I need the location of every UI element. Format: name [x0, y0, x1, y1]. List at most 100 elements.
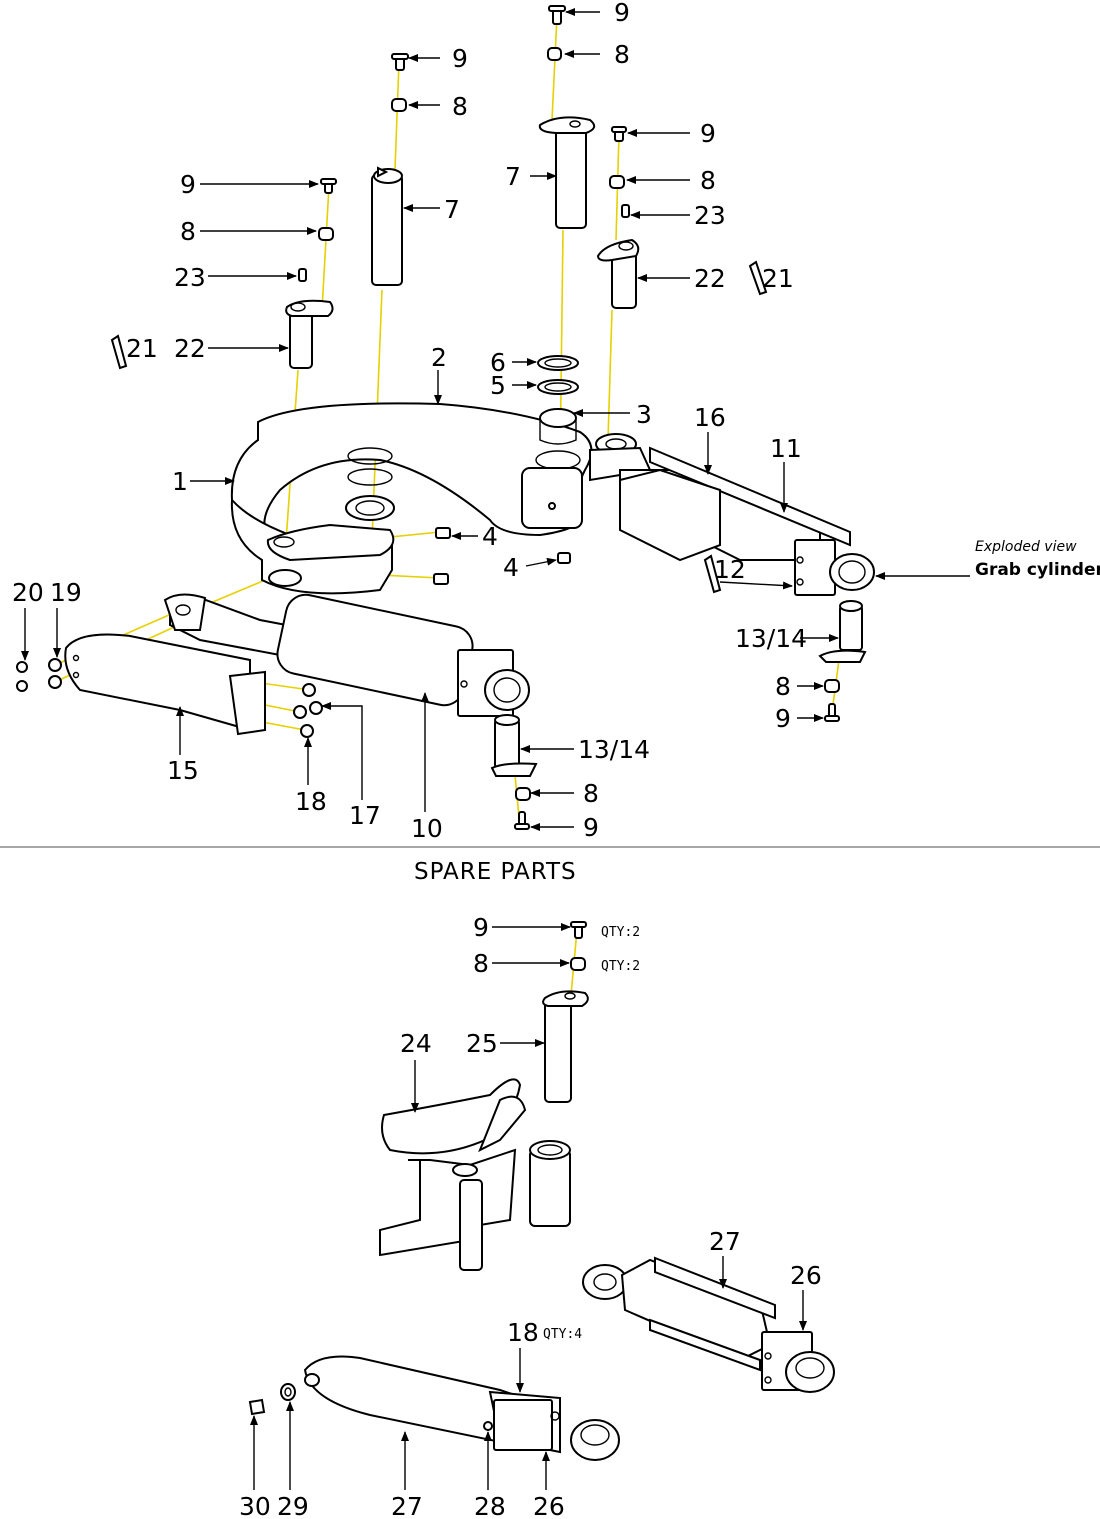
spare-callout-9: 9 [473, 913, 489, 942]
wrench-21-right [748, 260, 768, 296]
callout-17: 17 [349, 801, 381, 830]
qty-9: QTY:2 [601, 925, 640, 940]
callout-1: 1 [172, 467, 188, 496]
spare-callout-25: 25 [466, 1029, 498, 1058]
callout-15: 15 [167, 756, 199, 785]
screw-9-a [548, 5, 566, 25]
spare-callout-26: 26 [790, 1261, 822, 1290]
screw-9-spare [570, 921, 587, 939]
spare-callout-27: 27 [391, 1492, 423, 1519]
pin-7-left [371, 166, 403, 286]
callout-3: 3 [636, 400, 652, 429]
pin-7-right [538, 116, 596, 229]
pin-13-14-right [818, 600, 867, 663]
washer-5 [537, 379, 579, 395]
fitting-4-a [435, 527, 451, 539]
screw-9-e [824, 703, 840, 722]
screw-9-c [320, 178, 337, 194]
callout-labels-spare: 9 QTY:2 8 QTY:2 25 24 27 26 18 QTY:4 30 … [239, 913, 822, 1519]
grab-cylinder-11-16 [589, 446, 875, 596]
bushing-8-a [547, 47, 562, 61]
qty-8: QTY:2 [601, 959, 640, 974]
qty-18: QTY:4 [543, 1327, 582, 1342]
pin-13-14-left [490, 714, 538, 777]
spare-callout-8: 8 [473, 949, 489, 978]
spare-parts-title: SPARE PARTS [414, 859, 577, 885]
screw-9-d [611, 126, 627, 142]
beam-27-lower [303, 1355, 620, 1461]
callout-22: 22 [174, 334, 206, 363]
callout-5: 5 [490, 371, 506, 400]
wrench-12 [703, 554, 722, 594]
callout-8: 8 [775, 672, 791, 701]
callout-2: 2 [431, 343, 447, 372]
callout-6: 6 [490, 348, 506, 377]
bushing-8-e [824, 679, 840, 693]
exploded-view-note: Exploded view [975, 539, 1077, 555]
bushing-8-spare [570, 957, 586, 971]
callout-22: 22 [694, 264, 726, 293]
spare-callout-29: 29 [277, 1492, 309, 1519]
bushing-8-f [515, 787, 531, 801]
callout-labels-top: 9 8 9 8 7 7 9 8 23 22 21 9 8 23 22 21 6 … [12, 0, 1100, 843]
spare-callout-27: 27 [709, 1227, 741, 1256]
callout-9: 9 [775, 704, 791, 733]
grab-cylinder-note: Grab cylinder [975, 560, 1100, 580]
callout-8: 8 [452, 92, 468, 121]
pin-22-right [596, 238, 640, 309]
washer-29 [280, 1383, 296, 1401]
callout-9: 9 [180, 170, 196, 199]
leader-lines-spare [250, 923, 807, 1490]
screw-9-b [391, 53, 409, 71]
washers-19 [48, 658, 62, 689]
callout-13-14: 13/14 [735, 624, 807, 653]
callout-9: 9 [700, 119, 716, 148]
spare-callout-24: 24 [400, 1029, 432, 1058]
callout-8: 8 [700, 166, 716, 195]
cylinder-26-27-upper [582, 1256, 835, 1393]
spare-callout-30: 30 [239, 1492, 271, 1519]
beam-15 [64, 633, 266, 736]
nuts-20 [16, 661, 28, 692]
callout-11: 11 [770, 434, 802, 463]
callout-18: 18 [295, 787, 327, 816]
grease-nipple-23-b [621, 204, 630, 218]
callout-7: 7 [505, 162, 521, 191]
callout-21: 21 [126, 334, 158, 363]
callout-9: 9 [452, 44, 468, 73]
bushing-8-b [391, 98, 407, 112]
callout-9: 9 [614, 0, 630, 27]
support-24 [379, 1078, 571, 1271]
exploded-assembly [16, 5, 875, 830]
nut-30 [248, 1398, 266, 1416]
callout-4: 4 [503, 553, 519, 582]
spare-callout-18: 18 [507, 1318, 539, 1347]
callout-23: 23 [694, 201, 726, 230]
fitting-4-b [557, 552, 571, 564]
spare-parts-drawings [248, 921, 835, 1461]
callout-10: 10 [411, 814, 443, 843]
bushing-8-d [609, 175, 625, 189]
washer-6 [537, 355, 579, 371]
callout-20: 20 [12, 578, 44, 607]
callout-23: 23 [174, 263, 206, 292]
callout-16: 16 [694, 403, 726, 432]
callout-12: 12 [714, 555, 746, 584]
grease-nipple-23-a [298, 268, 307, 282]
clip-17 [309, 701, 323, 715]
callout-13-14: 13/14 [578, 735, 650, 764]
leader-lines-top [21, 8, 970, 831]
callout-8: 8 [614, 40, 630, 69]
callout-21: 21 [762, 264, 794, 293]
bushing-8-c [318, 227, 334, 241]
spare-callout-26: 26 [533, 1492, 565, 1519]
callout-9: 9 [583, 813, 599, 842]
callout-8: 8 [583, 779, 599, 808]
callout-4: 4 [482, 522, 498, 551]
fitting-4-c [433, 573, 449, 585]
pin-25 [542, 990, 589, 1103]
pin-22-left [285, 299, 334, 369]
callout-8: 8 [180, 217, 196, 246]
spare-callout-28: 28 [474, 1492, 506, 1519]
